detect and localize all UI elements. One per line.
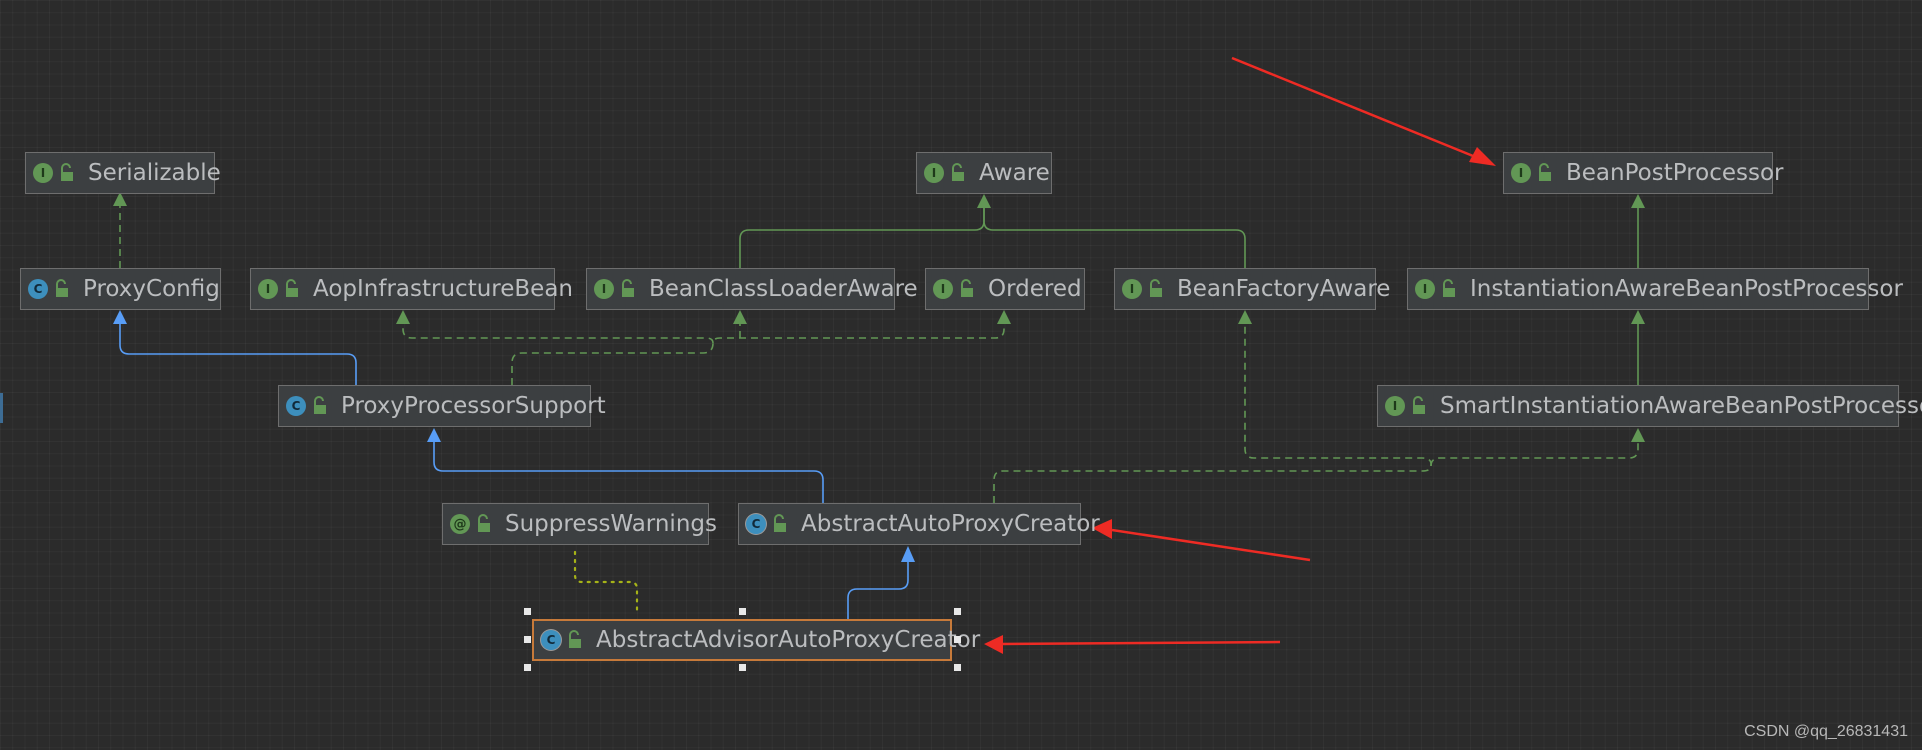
resize-handle-top-center[interactable] (739, 608, 746, 615)
interface-icon: I (33, 163, 53, 183)
node-beanpostprocessor[interactable]: I BeanPostProcessor (1503, 152, 1784, 194)
node-beanfactoryaware[interactable]: I BeanFactoryAware (1114, 268, 1390, 310)
node-label: ProxyProcessorSupport (341, 393, 606, 419)
callout-arrow-abstractautoproxycreator (1092, 519, 1311, 562)
interface-icon: I (1415, 279, 1435, 299)
arrowhead (977, 194, 991, 208)
arrowhead (1631, 428, 1645, 442)
node-label: Serializable (88, 160, 221, 186)
unlocked-padlock-icon (1150, 279, 1162, 297)
arrowhead (901, 546, 915, 562)
arrowhead (396, 310, 410, 324)
watermark: CSDN @qq_26831431 (1744, 723, 1908, 740)
node-proxyconfig[interactable]: C ProxyConfig (20, 268, 221, 310)
node-label: SuppressWarnings (505, 511, 717, 537)
unlocked-padlock-icon (286, 279, 298, 297)
arrowhead (113, 192, 127, 206)
edge-abstractautoproxycreator-extends-proxyprocessorsupport (433, 442, 824, 503)
node-aware[interactable]: I Aware (916, 152, 1052, 194)
node-abstractautoproxycreator[interactable]: C AbstractAutoProxyCreator (738, 503, 1100, 545)
class-icon: C (28, 279, 48, 299)
unlocked-padlock-icon (774, 514, 786, 532)
node-label: BeanClassLoaderAware (649, 276, 918, 302)
left-gutter-marker (0, 393, 3, 423)
interface-icon: I (1385, 396, 1405, 416)
resize-handle-middle-left[interactable] (524, 636, 531, 643)
node-label: AbstractAdvisorAutoProxyCreator (596, 627, 981, 653)
unlocked-padlock-icon (1413, 396, 1425, 414)
arrowhead (733, 310, 747, 324)
arrowhead (113, 310, 127, 324)
node-label: AopInfrastructureBean (313, 276, 573, 302)
arrowhead (1238, 310, 1252, 324)
edge-beanfactoryaware-extends-aware (983, 208, 1246, 268)
resize-handle-bottom-left[interactable] (524, 664, 531, 671)
resize-handle-top-right[interactable] (954, 608, 961, 615)
resize-handle-bottom-center[interactable] (739, 664, 746, 671)
interface-icon: I (594, 279, 614, 299)
interface-icon: I (924, 163, 944, 183)
resize-handle-bottom-right[interactable] (954, 664, 961, 671)
class-icon: C (286, 396, 306, 416)
unlocked-padlock-icon (478, 514, 490, 532)
unlocked-padlock-icon (56, 279, 68, 297)
unlocked-padlock-icon (622, 279, 634, 297)
edge-beanclassloaderaware-extends-aware (739, 208, 985, 268)
node-label: AbstractAutoProxyCreator (801, 511, 1100, 537)
node-label: BeanFactoryAware (1177, 276, 1391, 302)
node-beanclassloaderaware[interactable]: I BeanClassLoaderAware (586, 268, 918, 310)
node-label: Ordered (988, 276, 1082, 302)
callout-arrow-abstractadvisorautoproxycreator (984, 635, 1281, 654)
arrowhead (1631, 310, 1645, 324)
annotation-icon: @ (450, 514, 470, 534)
resize-handle-top-left[interactable] (524, 608, 531, 615)
edge-proxyprocessorsupport-implements-interfaces (511, 324, 1005, 385)
interface-icon: I (933, 279, 953, 299)
edge-abstractadvisorautoproxycreator-extends-abstractautoproxycreator (847, 562, 909, 619)
interface-icon: I (1122, 279, 1142, 299)
unlocked-padlock-icon (1539, 163, 1551, 181)
node-label: InstantiationAwareBeanPostProcessor (1470, 276, 1903, 302)
arrowhead (997, 310, 1011, 324)
node-ordered[interactable]: I Ordered (925, 268, 1085, 310)
node-suppresswarnings[interactable]: @ SuppressWarnings (442, 503, 717, 545)
unlocked-padlock-icon (314, 396, 326, 414)
abstract-class-icon: C (746, 514, 766, 534)
edge-suppresswarnings-annotation-link (573, 550, 639, 614)
resize-handle-middle-right[interactable] (954, 636, 961, 643)
interface-icon: I (1511, 163, 1531, 183)
node-abstractadvisorautoproxycreator[interactable]: C AbstractAdvisorAutoProxyCreator (532, 619, 980, 661)
node-instantiationawarebeanpostprocessor[interactable]: I InstantiationAwareBeanPostProcessor (1407, 268, 1903, 310)
node-label: SmartInstantiationAwareBeanPostProcessor (1440, 393, 1922, 419)
callout-arrow-beanpostprocessor (1231, 56, 1496, 166)
unlocked-padlock-icon (61, 163, 73, 181)
abstract-class-icon: C (541, 630, 561, 650)
arrowhead (427, 428, 441, 442)
interface-icon: I (258, 279, 278, 299)
unlocked-padlock-icon (1443, 279, 1455, 297)
unlocked-padlock-icon (961, 279, 973, 297)
node-label: Aware (979, 160, 1050, 186)
unlocked-padlock-icon (952, 163, 964, 181)
edge-proxyprocessorsupport-extends-proxyconfig (119, 324, 357, 385)
unlocked-padlock-icon (569, 630, 581, 648)
node-label: ProxyConfig (83, 276, 220, 302)
node-label: BeanPostProcessor (1566, 160, 1784, 186)
node-aopinfrastructurebean[interactable]: I AopInfrastructureBean (250, 268, 573, 310)
arrowhead (1631, 194, 1645, 208)
node-serializable[interactable]: I Serializable (25, 152, 221, 194)
node-proxyprocessorsupport[interactable]: C ProxyProcessorSupport (278, 385, 606, 427)
node-smartinstantiationawarebeanpostprocessor[interactable]: I SmartInstantiationAwareBeanPostProcess… (1377, 385, 1922, 427)
edge-abstractautoproxycreator-implements-interfaces (993, 324, 1432, 503)
